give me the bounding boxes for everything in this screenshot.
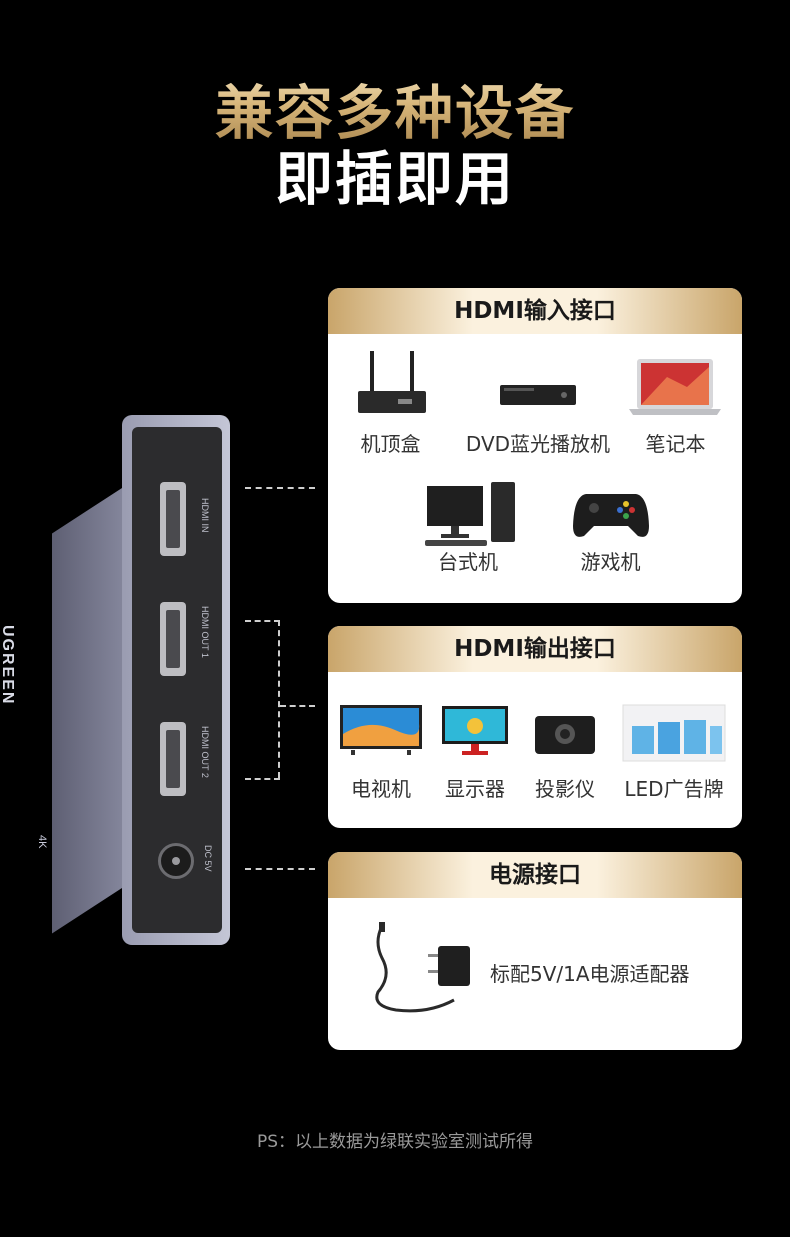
output-1-connector-line [245, 620, 280, 622]
hdmi-out-1-label: HDMI OUT 1 [200, 606, 210, 658]
projector-label: 投影仪 [535, 777, 595, 801]
power-card-title: 电源接口 [328, 852, 742, 898]
input-card-title: HDMI输入接口 [328, 288, 742, 334]
hdmi-out-2-label: HDMI OUT 2 [200, 726, 210, 778]
output-card: HDMI输出接口 电视机 显示器 投影仪 [328, 626, 742, 828]
output-2-connector-line [245, 778, 280, 780]
input-card: HDMI输入接口 机顶盒 DVD蓝光播放机 笔记本 [328, 288, 742, 603]
game-controller-item: 游戏机 [558, 476, 663, 586]
desktop-pc-label: 台式机 [438, 550, 498, 574]
game-controller-icon [573, 494, 649, 537]
power-adapter-icon [375, 922, 470, 1013]
projector-icon [535, 716, 595, 754]
tv-icon [340, 705, 422, 755]
tv-label: 电视机 [351, 777, 411, 801]
monitor-icon [442, 706, 508, 755]
power-adapter-description: 标配5V/1A电源适配器 [490, 962, 690, 986]
resolution-badge: 4K [36, 835, 48, 849]
dc-power-jack [158, 843, 194, 879]
power-connector-line [245, 868, 315, 870]
set-top-box-icon [358, 351, 426, 413]
game-controller-label: 游戏机 [580, 550, 641, 574]
hdmi-out-2-port [160, 722, 186, 796]
laptop-icon [629, 359, 721, 415]
desktop-pc-item: 台式机 [413, 476, 523, 586]
laptop-label: 笔记本 [645, 432, 706, 456]
output-bracket-line [278, 620, 280, 778]
desktop-pc-icon [425, 482, 515, 546]
monitor-item: 显示器 [430, 704, 520, 814]
set-top-box-label: 机顶盒 [360, 432, 421, 456]
hdmi-out-1-port [160, 602, 186, 676]
led-billboard-item: LED广告牌 [612, 704, 736, 814]
power-card: 电源接口 标配5V/1A电源适配器 [328, 852, 742, 1050]
set-top-box-item: 机顶盒 [338, 343, 443, 463]
output-connector-line [280, 705, 315, 707]
dc-label: DC 5V [203, 845, 213, 872]
headline-line-2: 即插即用 [274, 145, 515, 213]
led-billboard-label: LED广告牌 [624, 777, 724, 801]
footnote: PS：以上数据为绿联实验室测试所得 [256, 1132, 534, 1152]
headline-line-1: 兼容多种设备 [0, 66, 790, 150]
brand-logo: UGREEN [0, 625, 16, 706]
dvd-player-label: DVD蓝光播放机 [465, 432, 611, 456]
hdmi-in-label: HDMI IN [200, 498, 210, 533]
tv-item: 电视机 [336, 704, 426, 814]
projector-item: 投影仪 [520, 704, 610, 814]
input-connector-line [245, 487, 315, 489]
monitor-label: 显示器 [445, 777, 505, 801]
laptop-item: 笔记本 [623, 343, 728, 463]
dvd-player-item: DVD蓝光播放机 [453, 343, 623, 463]
output-card-title: HDMI输出接口 [328, 626, 742, 672]
led-billboard-icon [622, 704, 726, 762]
hdmi-in-port [160, 482, 186, 556]
dvd-player-icon [500, 385, 576, 405]
